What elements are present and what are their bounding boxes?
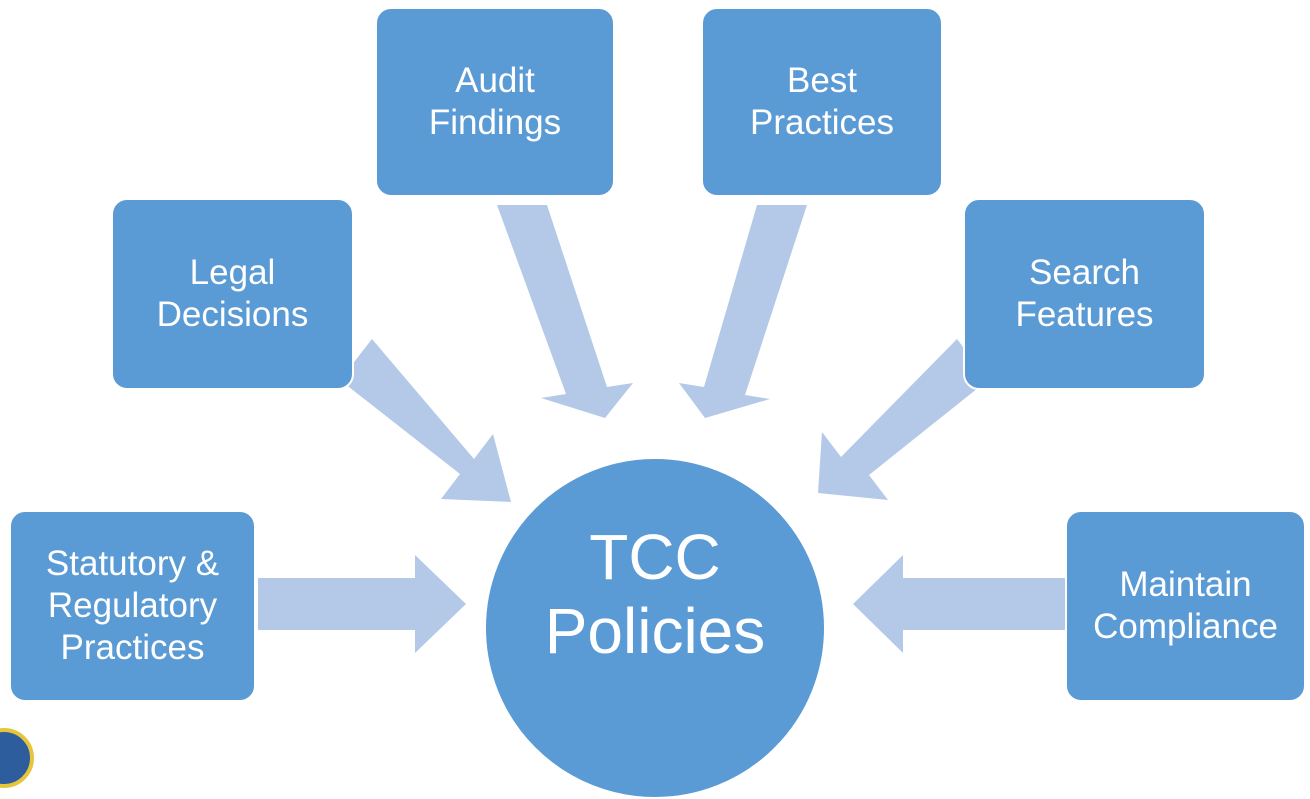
- arrow-compliance: [853, 555, 1065, 653]
- statutory-regulatory-practices-box: Statutory & Regulatory Practices: [9, 510, 256, 702]
- arrow-audit: [497, 205, 633, 418]
- arrow-search: [818, 339, 988, 500]
- maintain-compliance-box: Maintain Compliance: [1065, 510, 1306, 702]
- arrow-best: [679, 205, 807, 418]
- best-practices-box: Best Practices: [701, 7, 943, 197]
- tcc-policies-circle: TCC Policies: [484, 457, 826, 799]
- legal-decisions-box: Legal Decisions: [111, 198, 354, 390]
- arrow-legal: [340, 339, 511, 502]
- search-features-box: Search Features: [963, 198, 1206, 390]
- audit-findings-box: Audit Findings: [375, 7, 615, 197]
- arrows-layer: [258, 205, 1065, 653]
- arrow-statutory: [258, 555, 466, 653]
